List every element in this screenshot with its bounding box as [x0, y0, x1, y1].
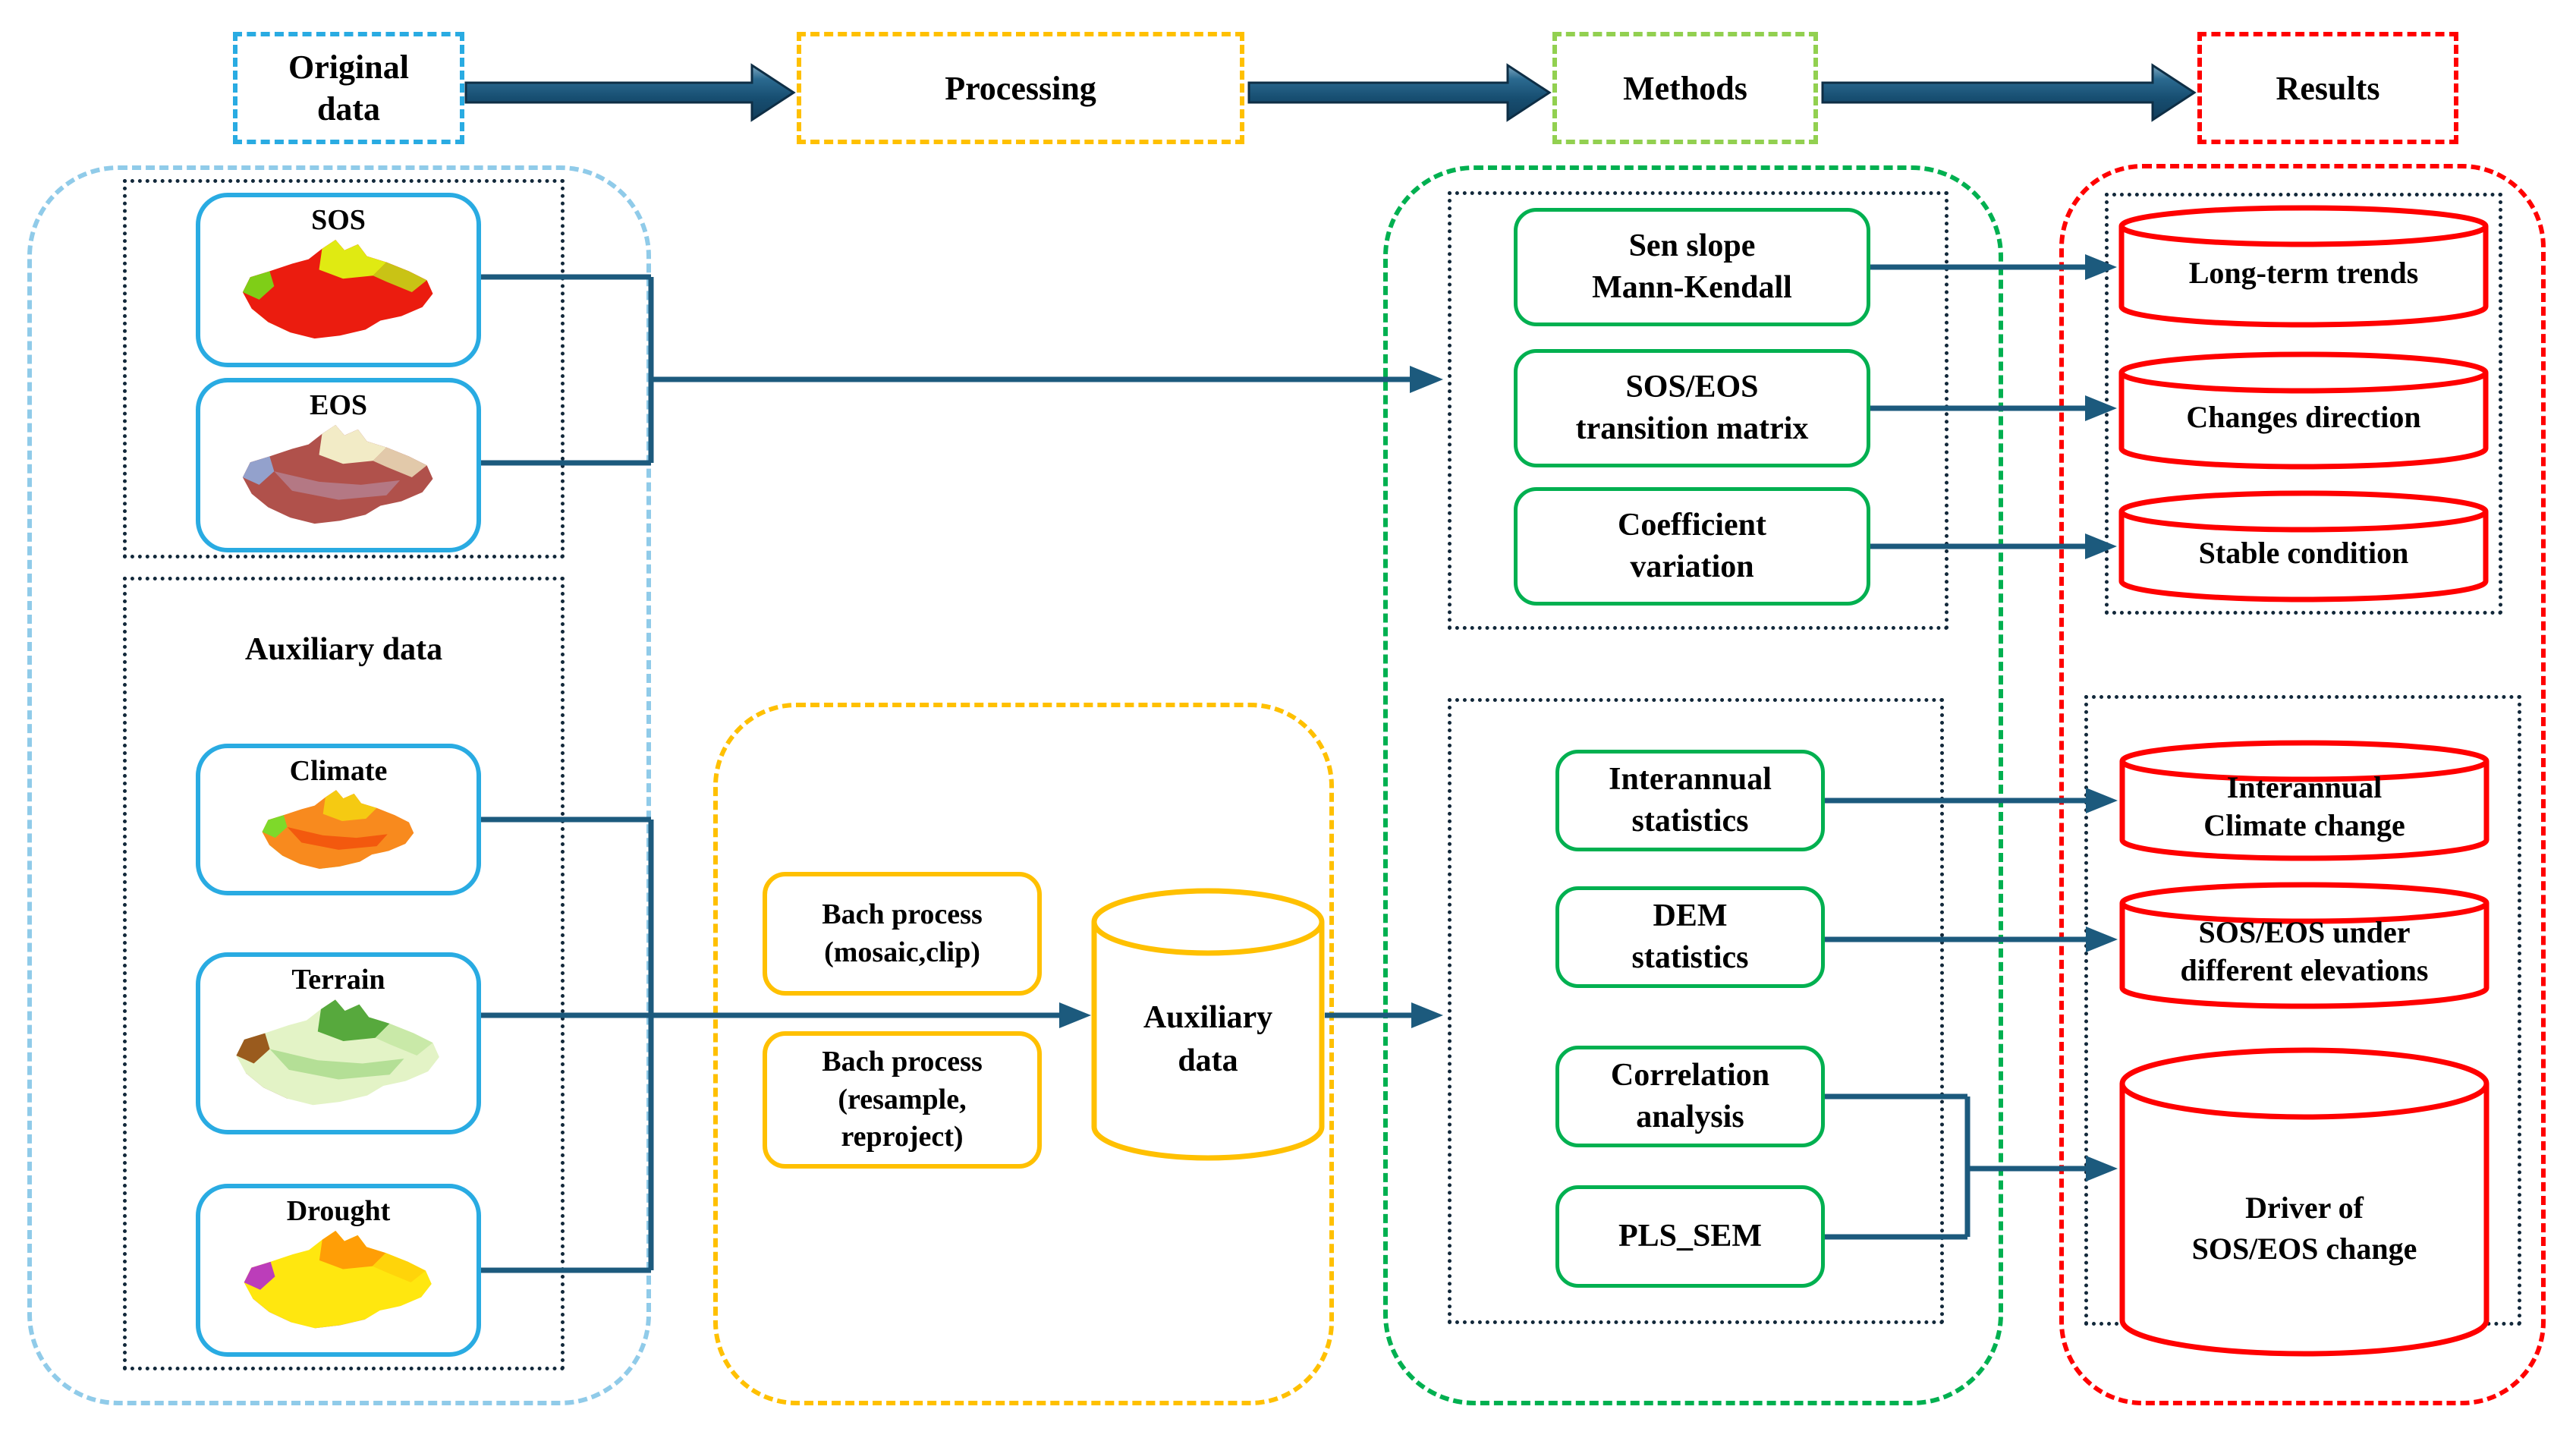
method-sen-slope-box: Sen slope Mann-Kendall — [1514, 208, 1870, 326]
method-dem-statistics-box: DEM statistics — [1555, 886, 1825, 988]
method-coefficient-line1: Coefficient — [1618, 508, 1766, 543]
climate-card: Climate — [196, 744, 481, 895]
stage-methods: Methods — [1552, 32, 1818, 144]
original-data-group-outline — [27, 165, 651, 1405]
method-coefficient-line2: variation — [1630, 549, 1754, 584]
method-pls-sem-box: PLS_SEM — [1555, 1185, 1825, 1288]
method-interannual-line2: statistics — [1631, 804, 1749, 838]
eos-card-label: EOS — [309, 389, 368, 421]
aux-cylinder-line2: data — [1178, 1043, 1238, 1078]
methods-group-outline — [1383, 165, 2003, 1405]
stage-arrow-3 — [1821, 63, 2197, 122]
method-dem-line1: DEM — [1653, 898, 1728, 934]
drought-card: Drought — [196, 1184, 481, 1357]
result-changes-shape — [2118, 351, 2489, 470]
result-driver-line2: SOS/EOS change — [2191, 1232, 2417, 1266]
stage-original-data: Original data — [233, 32, 464, 144]
climate-map-icon — [262, 789, 414, 869]
method-transition-line1: SOS/EOS — [1625, 370, 1759, 405]
climate-card-label: Climate — [289, 755, 388, 787]
method-interannual-line1: Interannual — [1609, 762, 1772, 798]
stage-original-data-line2: data — [316, 90, 381, 127]
result-driver-line1: Driver of — [2245, 1191, 2364, 1225]
drought-card-label: Drought — [286, 1195, 391, 1227]
batch-resample-line2: (resample, — [838, 1083, 967, 1115]
sos-map-icon — [242, 239, 433, 338]
eos-map-icon — [242, 424, 433, 524]
stage-processing-label: Processing — [945, 69, 1096, 107]
method-sen-line1: Sen slope — [1628, 228, 1756, 264]
method-interannual-statistics-box: Interannual statistics — [1555, 750, 1825, 851]
result-longterm-cylinder: Long-term trends — [2118, 205, 2489, 328]
result-stable-cylinder: Stable condition — [2118, 490, 2489, 603]
result-longterm-shape — [2118, 205, 2489, 328]
results-group-outline — [2059, 164, 2546, 1405]
result-changes-cylinder: Changes direction — [2118, 351, 2489, 470]
processing-group-outline — [713, 703, 1334, 1405]
sos-card-label: SOS — [311, 204, 366, 236]
sos-card: SOS — [196, 193, 481, 367]
statistics-methods-dotted-box — [1448, 698, 1944, 1324]
terrain-map-icon — [236, 999, 439, 1106]
result-stable-shape — [2118, 490, 2489, 603]
aux-cylinder-line1: Auxiliary — [1143, 1000, 1273, 1036]
auxiliary-cylinder-shape — [1091, 888, 1325, 1161]
result-interannual-shape — [2119, 740, 2490, 861]
stage-results-label: Results — [2276, 69, 2380, 107]
method-correlation-line1: Correlation — [1610, 1058, 1770, 1093]
result-driver-shape — [2119, 1047, 2490, 1357]
method-correlation-analysis-box: Correlation analysis — [1555, 1046, 1825, 1147]
result-elevations-cylinder: SOS/EOS under different elevations — [2119, 882, 2490, 1009]
method-sen-line2: Mann-Kendall — [1592, 270, 1792, 305]
batch-resample-line1: Bach process — [822, 1046, 983, 1078]
result-interannual-cylinder: Interannual Climate change — [2119, 740, 2490, 861]
method-coefficient-variation-box: Coefficient variation — [1514, 487, 1870, 606]
result-stable-label: Stable condition — [2198, 536, 2409, 570]
stage-arrow-2 — [1247, 63, 1552, 122]
method-correlation-line2: analysis — [1636, 1100, 1744, 1134]
terrain-card-label: Terrain — [291, 964, 385, 996]
result-changes-label: Changes direction — [2186, 400, 2421, 434]
auxiliary-data-title: Auxiliary data — [123, 631, 565, 668]
method-transition-line2: transition matrix — [1575, 411, 1809, 446]
stage-results: Results — [2197, 32, 2458, 144]
result-driver-cylinder: Driver of SOS/EOS change — [2119, 1047, 2490, 1357]
batch-mosaic-line2: (mosaic,clip) — [824, 936, 980, 968]
batch-resample-line3: reproject) — [841, 1121, 964, 1153]
result-longterm-label: Long-term trends — [2188, 256, 2419, 290]
batch-mosaic-line1: Bach process — [822, 898, 983, 931]
stage-methods-label: Methods — [1623, 69, 1747, 107]
terrain-card: Terrain — [196, 952, 481, 1134]
method-dem-line2: statistics — [1631, 940, 1749, 975]
auxiliary-data-title-text: Auxiliary data — [244, 632, 443, 667]
result-interannual-line2: Climate change — [2203, 808, 2405, 842]
result-interannual-line1: Interannual — [2226, 770, 2383, 804]
method-transition-matrix-box: SOS/EOS transition matrix — [1514, 349, 1870, 467]
stage-arrow-1 — [464, 63, 796, 122]
result-elevations-shape — [2119, 882, 2490, 1009]
batch-process-mosaic-box: Bach process (mosaic,clip) — [763, 872, 1042, 996]
result-elevations-line2: different elevations — [2180, 953, 2429, 987]
eos-card: EOS — [196, 378, 481, 552]
batch-process-resample-box: Bach process (resample, reproject) — [763, 1031, 1042, 1169]
auxiliary-data-cylinder: Auxiliary data — [1091, 888, 1325, 1161]
stage-original-data-line1: Original — [288, 49, 409, 86]
method-pls-line1: PLS_SEM — [1618, 1219, 1763, 1254]
result-elevations-line1: SOS/EOS under — [2198, 915, 2411, 949]
stage-processing: Processing — [797, 32, 1244, 144]
drought-map-icon — [244, 1230, 432, 1329]
